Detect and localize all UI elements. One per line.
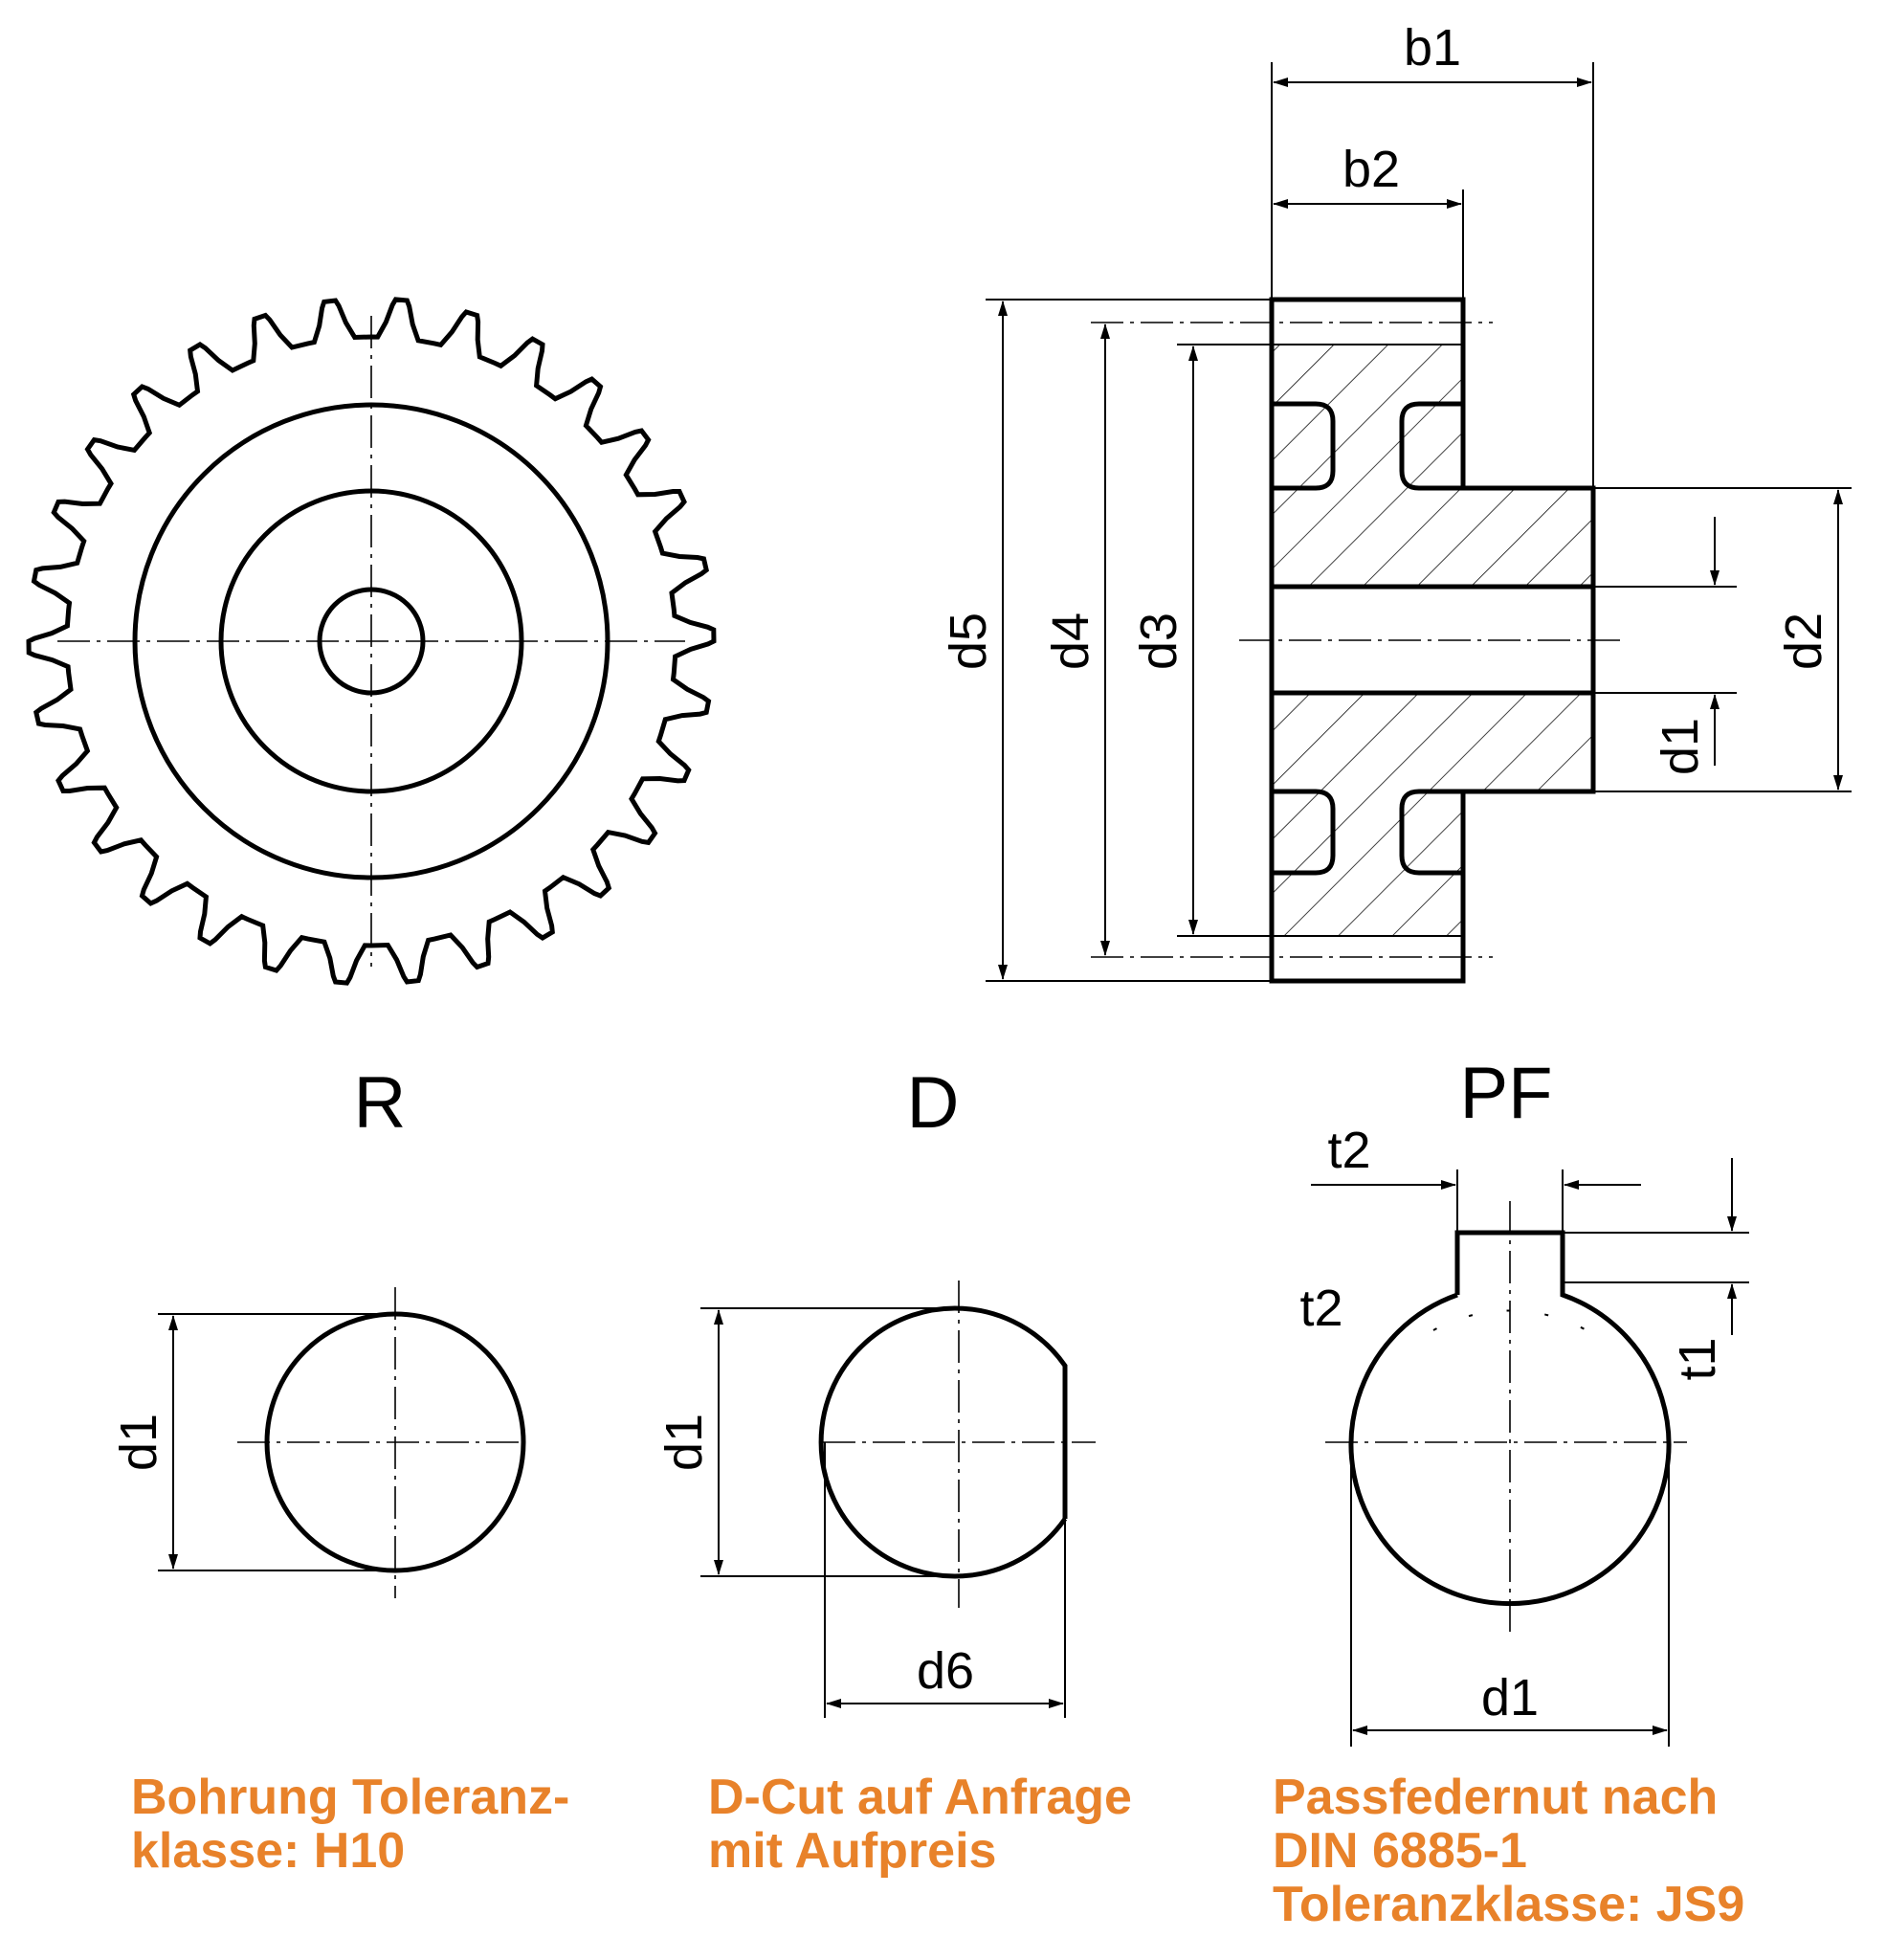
section-hatch-lower (1272, 693, 1593, 936)
note-r: Bohrung Toleranz- klasse: H10 (131, 1771, 569, 1878)
view-d-label: D (907, 1062, 960, 1144)
relief-pocket-upper-right (1399, 401, 1463, 491)
dim-d1-label: d1 (1652, 718, 1709, 775)
gear-front-view (26, 297, 717, 986)
note-pf: Passfedernut nach DIN 6885-1 Toleranzkla… (1273, 1771, 1744, 1931)
view-r-label: R (354, 1062, 407, 1144)
note-d-line-2: mit Aufpreis (708, 1823, 997, 1879)
relief-pocket-upper-left (1272, 401, 1336, 491)
dim-d4-label: d4 (1042, 612, 1099, 670)
relief-pocket-lower-left (1272, 789, 1336, 876)
gear-section-view: b1 b2 d5 d4 d3 d2 d1 (940, 19, 1852, 984)
view-pf-label: PF (1459, 1053, 1552, 1134)
note-d: D-Cut auf Anfrage mit Aufpreis (708, 1771, 1132, 1878)
dim-pf-t1-label: t1 (1669, 1337, 1726, 1380)
dim-d-d6-label: d6 (917, 1642, 974, 1700)
dim-r-d1-label: d1 (110, 1414, 167, 1471)
note-pf-line-1: Passfedernut nach (1273, 1770, 1719, 1825)
dim-d-d1-label: d1 (655, 1414, 713, 1471)
note-pf-line-3: Toleranzklasse: JS9 (1273, 1877, 1745, 1932)
dim-pf-t2-left-label: t2 (1299, 1280, 1342, 1337)
dim-d3-label: d3 (1130, 612, 1187, 670)
relief-pocket-lower-right (1399, 789, 1463, 876)
section-hatch-upper (1272, 345, 1593, 587)
dim-b2-label: b2 (1342, 141, 1400, 198)
note-d-line-1: D-Cut auf Anfrage (708, 1770, 1132, 1825)
bore-d-cut-outline (818, 1305, 1068, 1579)
dim-pf-t2-top-label: t2 (1327, 1122, 1370, 1179)
bore-pf-keyway-outline (1348, 1230, 1672, 1607)
dim-d2-label: d2 (1775, 612, 1832, 670)
bore-view-d: D d1 d6 (655, 1062, 1096, 1718)
bore-view-pf: PF t2 t2 t1 d1 (1299, 1053, 1749, 1747)
note-pf-line-2: DIN 6885-1 (1273, 1823, 1527, 1879)
bore-view-r: R d1 (110, 1062, 526, 1598)
note-r-line-1: Bohrung Toleranz- (131, 1770, 570, 1825)
dim-pf-d1-label: d1 (1481, 1669, 1539, 1726)
dim-d5-label: d5 (940, 612, 997, 670)
dim-b1-label: b1 (1404, 19, 1461, 77)
note-r-line-2: klasse: H10 (131, 1823, 406, 1879)
